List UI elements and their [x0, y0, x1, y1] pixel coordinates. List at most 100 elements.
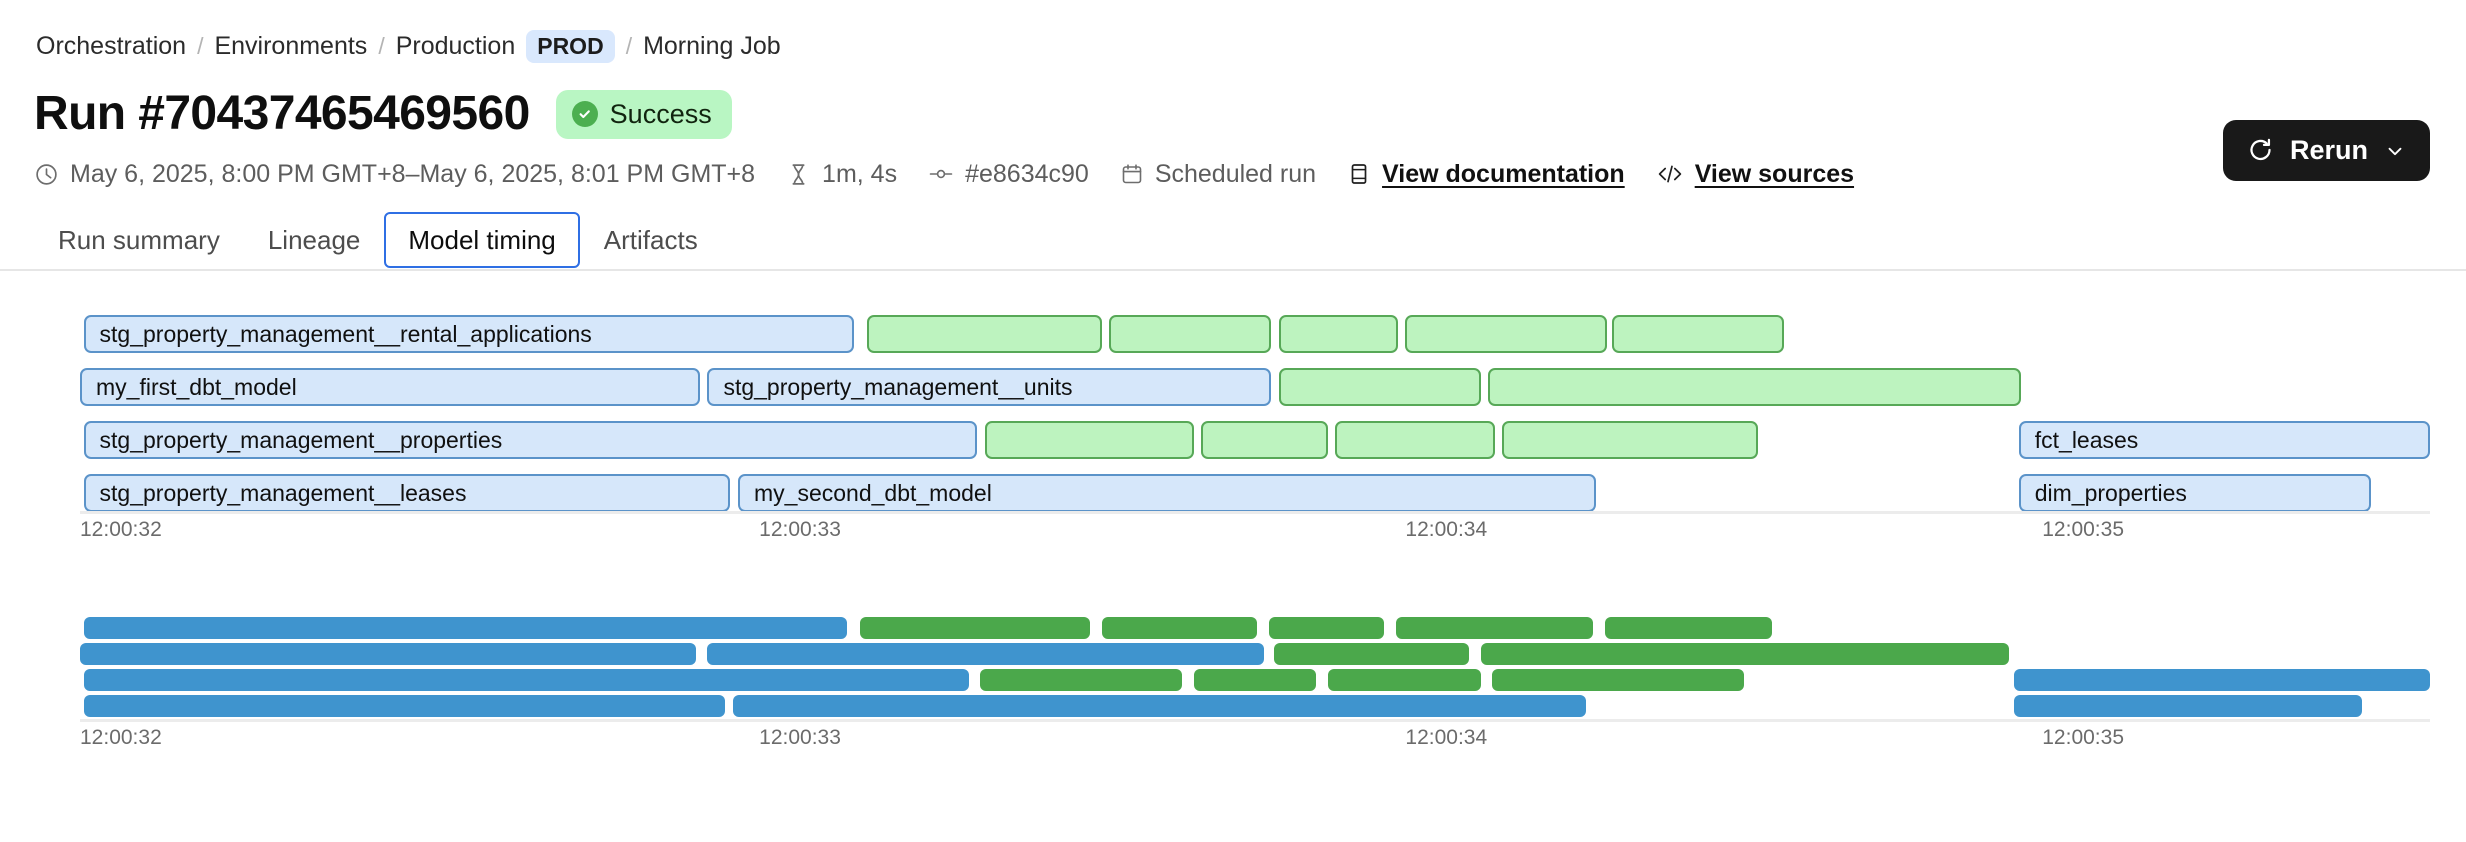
- breadcrumb-separator: /: [625, 33, 633, 59]
- axis-line: [80, 719, 2430, 723]
- gantt-bar[interactable]: [1605, 617, 1772, 640]
- run-duration: 1m, 4s: [786, 159, 898, 188]
- gantt-bar-stg_property_management__rental_applications[interactable]: stg_property_management__rental_applicat…: [83, 315, 855, 354]
- gantt-bar[interactable]: [1334, 421, 1495, 460]
- gantt-bar[interactable]: [1273, 643, 1469, 666]
- gantt-bar[interactable]: [1492, 669, 1744, 692]
- tab-artifacts[interactable]: Artifacts: [580, 212, 722, 268]
- tab-run-summary[interactable]: Run summary: [34, 212, 244, 268]
- gantt-bar[interactable]: [1327, 669, 1481, 692]
- gantt-bar[interactable]: [1269, 617, 1385, 640]
- gantt-bar[interactable]: [2014, 695, 2362, 718]
- gantt-bar-stg_property_management__properties[interactable]: stg_property_management__properties: [83, 421, 977, 460]
- gantt-bar[interactable]: [1396, 617, 1594, 640]
- view-documentation-label[interactable]: View documentation: [1382, 159, 1625, 188]
- axis-tick-label: 12:00:35: [2042, 726, 2124, 750]
- axis-tick-label: 12:00:34: [1405, 518, 1488, 542]
- tab-label: Artifacts: [603, 224, 698, 255]
- gantt-bar-stg_property_management__units[interactable]: stg_property_management__units: [707, 368, 1272, 407]
- run-metadata-row: May 6, 2025, 8:00 PM GMT+8–May 6, 2025, …: [0, 139, 2466, 187]
- gantt-rows: [80, 617, 2430, 719]
- gantt-bar[interactable]: [83, 695, 726, 718]
- breadcrumb-separator: /: [197, 33, 204, 59]
- run-commit: #e8634c90: [928, 161, 1089, 187]
- status-badge-label: Success: [609, 98, 712, 129]
- axis-tick-label: 12:00:32: [80, 726, 162, 750]
- chevron-down-icon[interactable]: [2384, 140, 2406, 162]
- gantt-bar[interactable]: [1200, 421, 1328, 460]
- breadcrumb-badge-prod: PROD: [526, 30, 615, 63]
- tab-model-timing[interactable]: Model timing: [384, 212, 580, 269]
- view-sources-link[interactable]: View sources: [1656, 159, 1855, 188]
- gantt-bar-label: stg_property_management__properties: [99, 426, 503, 453]
- gantt-bar-fct_leases[interactable]: fct_leases: [2018, 421, 2430, 460]
- gantt-bar-label: stg_property_management__rental_applicat…: [99, 320, 592, 347]
- tab-label: Lineage: [267, 224, 361, 255]
- gantt-row: stg_property_management__leases my_second…: [80, 474, 2430, 513]
- gantt-bar[interactable]: [83, 617, 848, 640]
- gantt-bar[interactable]: [2014, 669, 2430, 692]
- tab-label: Run summary: [58, 224, 220, 255]
- gantt-bar-label: my_second_dbt_model: [754, 479, 992, 506]
- gantt-bar[interactable]: [80, 643, 696, 666]
- gantt-bar[interactable]: [1480, 643, 2010, 666]
- gantt-row: [80, 617, 2430, 640]
- tab-bar: Run summary Lineage Model timing Artifacts: [0, 209, 2466, 272]
- run-trigger-text: Scheduled run: [1154, 159, 1317, 188]
- gantt-bar[interactable]: [984, 421, 1194, 460]
- axis-line: [80, 511, 2430, 515]
- gantt-bar[interactable]: [733, 695, 1587, 718]
- gantt-row: [80, 643, 2430, 666]
- tab-lineage[interactable]: Lineage: [244, 212, 385, 268]
- axis-tick-label: 12:00:34: [1405, 726, 1488, 750]
- gantt-bar[interactable]: [867, 315, 1103, 354]
- gantt-row: stg_property_management__rental_applicat…: [80, 315, 2430, 354]
- breadcrumb: Orchestration / Environments / Productio…: [0, 0, 2466, 63]
- gantt-bar[interactable]: [83, 669, 970, 692]
- gantt-bar[interactable]: [1501, 421, 1758, 460]
- gantt-bar[interactable]: [1612, 315, 1784, 354]
- gantt-bar-dim_properties[interactable]: dim_properties: [2018, 474, 2372, 513]
- gantt-bar-stg_property_management__leases[interactable]: stg_property_management__leases: [83, 474, 730, 513]
- breadcrumb-item-morning-job[interactable]: Morning Job: [643, 32, 781, 60]
- breadcrumb-separator: /: [378, 33, 385, 59]
- breadcrumb-item-orchestration[interactable]: Orchestration: [36, 32, 187, 60]
- gantt-bar-my_first_dbt_model[interactable]: my_first_dbt_model: [80, 368, 701, 407]
- tab-label: Model timing: [408, 224, 556, 255]
- axis-tick-label: 12:00:32: [80, 518, 162, 542]
- gantt-row: [80, 669, 2430, 692]
- calendar-icon: [1120, 162, 1144, 186]
- gantt-bar[interactable]: [980, 669, 1183, 692]
- rerun-button-label: Rerun: [2289, 135, 2368, 165]
- breadcrumb-item-production[interactable]: Production: [395, 32, 516, 60]
- axis-tick-label: 12:00:33: [759, 518, 841, 542]
- gantt-bar[interactable]: [1193, 669, 1317, 692]
- refresh-icon: [2247, 137, 2274, 164]
- gantt-row: [80, 695, 2430, 718]
- run-duration-text: 1m, 4s: [822, 159, 898, 188]
- gantt-bar[interactable]: [860, 617, 1091, 640]
- gantt-rows: stg_property_management__rental_applicat…: [80, 315, 2430, 513]
- gantt-bar[interactable]: [1487, 368, 2022, 407]
- view-sources-label[interactable]: View sources: [1694, 159, 1855, 188]
- view-documentation-link[interactable]: View documentation: [1347, 159, 1625, 188]
- gantt-bar[interactable]: [1102, 617, 1258, 640]
- gantt-bar[interactable]: [1405, 315, 1608, 354]
- rerun-button[interactable]: Rerun: [2222, 120, 2430, 181]
- gantt-bar[interactable]: [1278, 368, 1481, 407]
- gantt-bar-label: stg_property_management__leases: [99, 479, 467, 506]
- title-row: Run #70437465469560 Success: [0, 63, 2466, 139]
- gantt-bar[interactable]: [707, 643, 1265, 666]
- run-timerange-text: May 6, 2025, 8:00 PM GMT+8–May 6, 2025, …: [70, 159, 756, 188]
- book-icon: [1347, 162, 1371, 186]
- hourglass-icon: [786, 162, 811, 187]
- gantt-bar[interactable]: [1278, 315, 1399, 354]
- gantt-bar-my_second_dbt_model[interactable]: my_second_dbt_model: [738, 474, 1596, 513]
- run-timerange: May 6, 2025, 8:00 PM GMT+8–May 6, 2025, …: [34, 159, 756, 188]
- model-timing-chart-labeled: stg_property_management__rental_applicat…: [80, 315, 2430, 545]
- check-circle-icon: [571, 101, 598, 128]
- status-badge: Success: [555, 89, 732, 139]
- gantt-bar[interactable]: [1109, 315, 1272, 354]
- breadcrumb-item-environments[interactable]: Environments: [214, 32, 368, 60]
